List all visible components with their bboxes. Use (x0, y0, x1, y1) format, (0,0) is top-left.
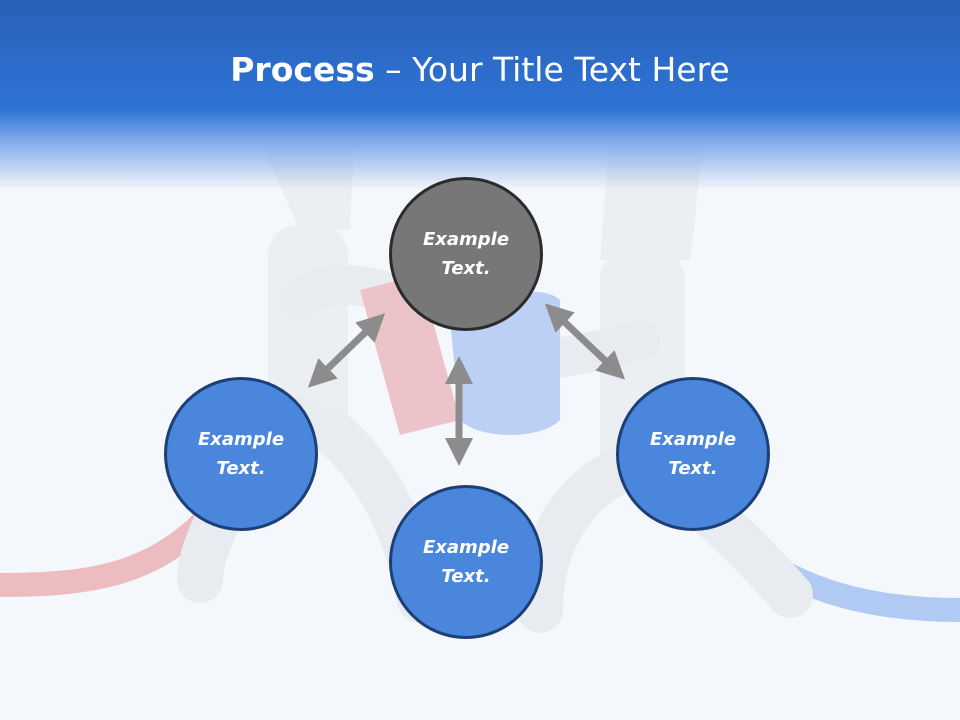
process-node-text: Example Text. (422, 229, 510, 279)
double-arrow-icon (544, 303, 626, 380)
title-bar (0, 0, 960, 190)
process-node-left[interactable]: Example Text. (164, 377, 318, 531)
double-arrow-icon (307, 313, 386, 388)
slide-title: Process – Your Title Text Here (0, 50, 960, 89)
process-node-top[interactable]: Example Text. (389, 177, 543, 331)
title-rest: – Your Title Text Here (374, 50, 730, 89)
title-bold: Process (230, 50, 375, 89)
process-node-bottom[interactable]: Example Text. (389, 485, 543, 639)
process-node-right[interactable]: Example Text. (616, 377, 770, 531)
process-node-text: Example Text. (649, 429, 737, 479)
process-node-text: Example Text. (422, 537, 510, 587)
process-node-text: Example Text. (197, 429, 285, 479)
